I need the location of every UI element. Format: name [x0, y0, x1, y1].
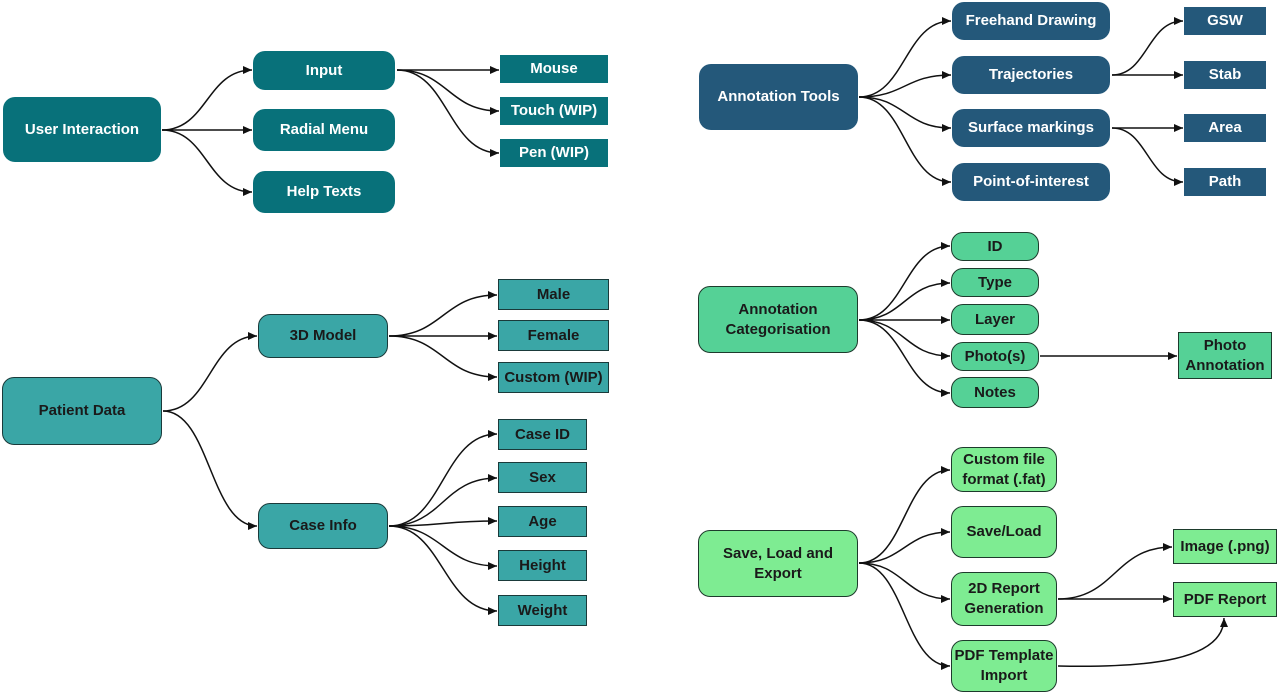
point-of-interest-node: Point-of-interest [952, 163, 1110, 201]
edge-ac-photos [858, 319, 951, 360]
edge-ac-notes [858, 319, 951, 397]
edge-pd-model [162, 332, 258, 412]
pdf-template-import-node: PDF Template Import [951, 640, 1057, 692]
edge-sle-report2d [858, 562, 951, 603]
edge-model-custom [388, 335, 498, 381]
edge-ac-id [858, 242, 951, 321]
pdf-report-node: PDF Report [1173, 582, 1277, 617]
area-node: Area [1184, 114, 1266, 142]
save-load-node: Save/Load [951, 506, 1057, 558]
user-interaction-root: User Interaction [3, 97, 161, 162]
edge-at-surface [858, 96, 952, 132]
edge-sle-pdftemplate [858, 562, 951, 670]
gsw-node: GSW [1184, 7, 1266, 35]
custom-wip-node: Custom (WIP) [498, 362, 609, 393]
touch-node: Touch (WIP) [500, 97, 608, 125]
edge-ui-help [161, 129, 253, 196]
edge-ci-age [388, 517, 498, 527]
height-node: Height [498, 550, 587, 581]
stab-node: Stab [1184, 61, 1266, 89]
edge-report-image [1057, 543, 1173, 600]
3d-model-node: 3D Model [258, 314, 388, 358]
edge-at-trajectories [858, 71, 952, 98]
input-node: Input [253, 51, 395, 90]
save-load-export-root: Save, Load and Export [698, 530, 858, 597]
edge-input-touch [396, 69, 500, 115]
edge-sle-saveload [858, 528, 951, 564]
image-png-node: Image (.png) [1173, 529, 1277, 564]
2d-report-generation-node: 2D Report Generation [951, 572, 1057, 626]
radial-menu-node: Radial Menu [253, 109, 395, 151]
edge-traj-gsw [1111, 17, 1184, 76]
notes-node: Notes [951, 377, 1039, 408]
edge-pdftemplate-pdfreport [1057, 617, 1228, 668]
layer-node: Layer [951, 304, 1039, 335]
annotation-categorisation-root: Annotation Categorisation [698, 286, 858, 353]
edge-ci-weight [388, 525, 498, 615]
edge-at-freehand [858, 17, 952, 98]
age-node: Age [498, 506, 587, 537]
surface-markings-node: Surface markings [952, 109, 1110, 147]
photos-node: Photo(s) [951, 342, 1039, 371]
edge-ci-sex [388, 474, 498, 527]
weight-node: Weight [498, 595, 587, 626]
edge-at-poi [858, 96, 952, 186]
photo-annotation-node: Photo Annotation [1178, 332, 1272, 379]
sex-node: Sex [498, 462, 587, 493]
edge-pd-caseinfo [162, 410, 258, 530]
edge-ci-height [388, 525, 498, 570]
type-node: Type [951, 268, 1039, 297]
patient-data-root: Patient Data [2, 377, 162, 445]
edge-ac-type [858, 279, 951, 321]
male-node: Male [498, 279, 609, 310]
edge-sle-customfile [858, 466, 951, 564]
edge-model-male [388, 291, 498, 337]
female-node: Female [498, 320, 609, 351]
id-node: ID [951, 232, 1039, 261]
custom-file-format-node: Custom file format (.fat) [951, 447, 1057, 492]
path-node: Path [1184, 168, 1266, 196]
case-id-node: Case ID [498, 419, 587, 450]
edge-input-pen [396, 69, 500, 157]
annotation-tools-root: Annotation Tools [699, 64, 858, 130]
edge-ci-caseid [388, 430, 498, 527]
mouse-node: Mouse [500, 55, 608, 83]
pen-node: Pen (WIP) [500, 139, 608, 167]
freehand-drawing-node: Freehand Drawing [952, 2, 1110, 40]
edge-ui-input [161, 66, 253, 131]
edge-surface-path [1111, 127, 1184, 186]
case-info-node: Case Info [258, 503, 388, 549]
help-texts-node: Help Texts [253, 171, 395, 213]
trajectories-node: Trajectories [952, 56, 1110, 94]
